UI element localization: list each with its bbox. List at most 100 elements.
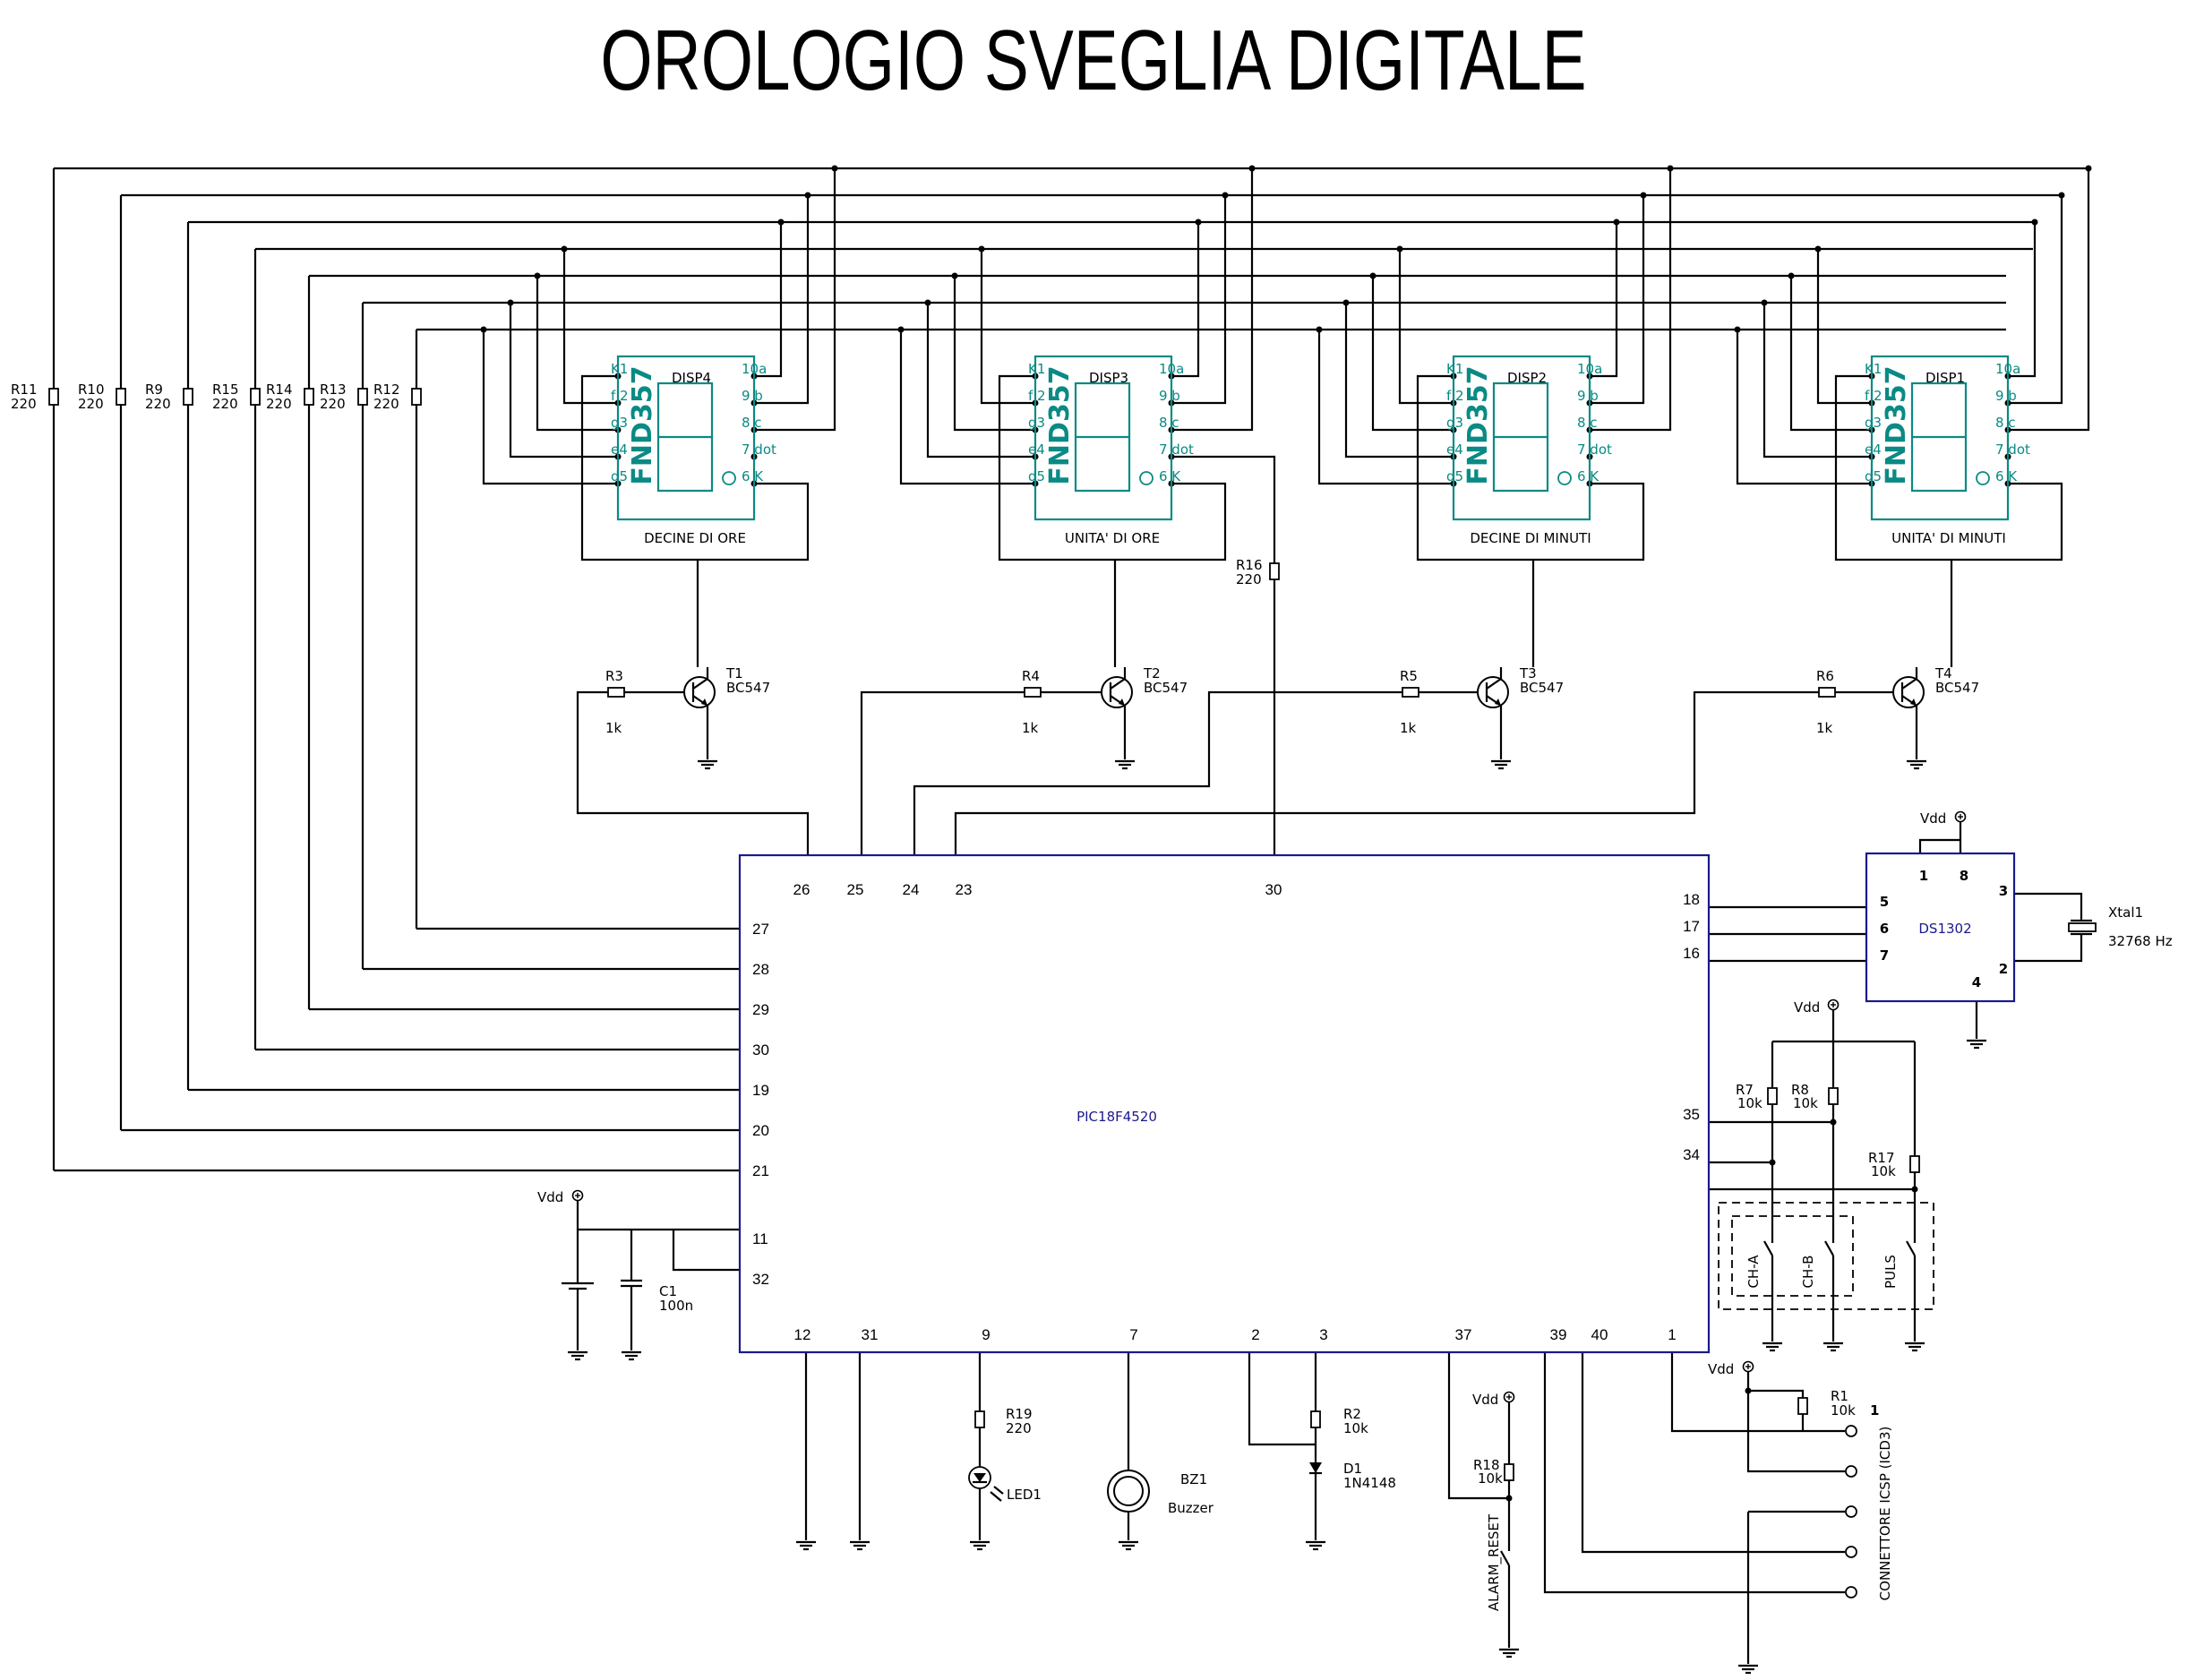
junction-dot [777, 219, 785, 226]
display-caption: UNITA' DI MINUTI [1891, 530, 2006, 546]
disp-d-wire [1317, 330, 1454, 485]
junction-dot [1248, 165, 1256, 172]
resistor-ref: R17 [1868, 1150, 1895, 1166]
display-pin-label: 9 b [1159, 388, 1180, 404]
mcu-pin-number: 26 [793, 881, 810, 898]
disp-a-wire [754, 222, 783, 378]
switch-chb-contact [1824, 1240, 1834, 1256]
disp-d-wire [899, 330, 1035, 485]
mcu-pin-number: 3 [1319, 1326, 1327, 1343]
junction-dot [2031, 219, 2038, 226]
display-body [1452, 355, 1591, 521]
junction-dot [804, 192, 811, 199]
display-body [616, 355, 756, 521]
display-pin-label: g3 [611, 415, 628, 431]
junction-dot [507, 299, 514, 306]
rtc-pin-number: 1 [1919, 868, 1928, 884]
display-pin-label: g3 [1446, 415, 1463, 431]
icsp-connector-label: CONNETTORE ICSP (ICD3) [1877, 1427, 1893, 1601]
resistor-r7 [1767, 1087, 1778, 1105]
resistor-ref: R14 [266, 381, 293, 398]
schematic-title: OROLOGIO SVEGLIA DIGITALE [600, 13, 1586, 108]
mcu-pin-number: 19 [752, 1082, 769, 1099]
resistor-ref: R2 [1343, 1406, 1361, 1422]
transistor-ref: T1 [725, 665, 743, 681]
resistor-r12 [411, 388, 422, 406]
rtc-pin-number: 5 [1880, 894, 1889, 910]
components: R11220R10220R9220R15220R14220R13220R1222… [11, 355, 2173, 1675]
junction-dot [1640, 192, 1647, 199]
display-part-number: FND357 [1881, 365, 1912, 484]
junction-dot [1195, 219, 1202, 226]
disp-g-wire [1371, 276, 1454, 432]
display-pin-label: 8 c [742, 415, 762, 431]
xtal-wire [2014, 892, 2083, 921]
display-common-cathode-mark [1557, 471, 1572, 485]
display-ref: DISP4 [672, 370, 711, 386]
disp-a-wire [1590, 222, 1618, 378]
resistor-value: 1k [1400, 720, 1417, 736]
mcu-pin-number: 27 [752, 921, 769, 938]
disp-b-wire [754, 195, 810, 405]
display-pin-label: g3 [1865, 415, 1882, 431]
icsp-vdd-wire [1746, 1372, 1845, 1473]
resistor-ref: R11 [11, 381, 38, 398]
resistor-ref: R16 [1236, 557, 1263, 573]
r1-wire [1748, 1389, 1805, 1431]
resistor-r10 [116, 388, 126, 406]
resistor-value: 10k [1737, 1095, 1762, 1111]
buzzer-ref: BZ1 [1180, 1471, 1207, 1487]
junction-dot [1505, 1495, 1513, 1502]
resistor-r5 [1402, 687, 1419, 698]
rtc-pin-number: 3 [1999, 883, 2008, 899]
display-pin-label: 10a [1995, 361, 2020, 377]
display-pin-label: K1 [1028, 361, 1045, 377]
vdd-label: Vdd [1472, 1392, 1498, 1408]
icsp-pin-terminal [1845, 1465, 1857, 1478]
pin37-wire [1447, 1352, 1509, 1500]
resistor-r19 [974, 1410, 985, 1428]
mcu-pin-number: 30 [1265, 881, 1282, 898]
resistor-value: 10k [1831, 1402, 1856, 1419]
resistor-ref: R12 [373, 381, 400, 398]
disp-g-wire [536, 276, 618, 432]
base-route-t4 [954, 690, 1819, 855]
disp-f-wire [1398, 249, 1454, 405]
resistor-r4 [1024, 687, 1042, 698]
disp-d-wire [1736, 330, 1872, 485]
mcu-pin-number: 9 [982, 1326, 990, 1343]
rtc-pin-number: 6 [1880, 921, 1889, 937]
disp-g-wire [1789, 276, 1872, 432]
mcu-pin-number: 11 [752, 1230, 768, 1247]
transistor-part: BC547 [726, 680, 770, 696]
disp-b-wire [1590, 195, 1645, 405]
display-body [1870, 355, 2010, 521]
mcu-pin-number: 34 [1683, 1146, 1700, 1163]
resistor-r16 [1269, 562, 1280, 580]
display-pin-label: 10a [742, 361, 767, 377]
vdd-label: Vdd [537, 1189, 563, 1205]
disp-a-wire [2008, 222, 2037, 378]
junction-dot [1396, 245, 1403, 253]
display-pin-label: d5 [1446, 468, 1463, 484]
crystal-ref: Xtal1 [2108, 904, 2143, 921]
transistor-emitter-arrow [701, 699, 708, 706]
display-pin-label: e4 [1446, 441, 1463, 458]
rtc-pin-number: 7 [1880, 947, 1889, 964]
crystal-icon [2068, 922, 2097, 932]
resistor-value: 220 [212, 396, 238, 412]
junction-dot [1788, 272, 1795, 279]
display-pin-label: 6 K [1159, 468, 1181, 484]
display-pin-label: 7 dot [1995, 441, 2030, 458]
display-pin-label: d5 [1028, 468, 1045, 484]
transistor-emitter-arrow [1910, 699, 1917, 706]
mcu-pin-number: 12 [794, 1326, 811, 1343]
junction-dot [831, 165, 838, 172]
mcu-body [738, 853, 1711, 1354]
junction-dot [951, 272, 958, 279]
display-part-number: FND357 [1044, 365, 1076, 484]
resistor-ref: R6 [1816, 668, 1834, 684]
mcu-pin-number: 7 [1129, 1326, 1137, 1343]
display-pin-label: 7 dot [1159, 441, 1194, 458]
display-pin-label: 10a [1577, 361, 1602, 377]
